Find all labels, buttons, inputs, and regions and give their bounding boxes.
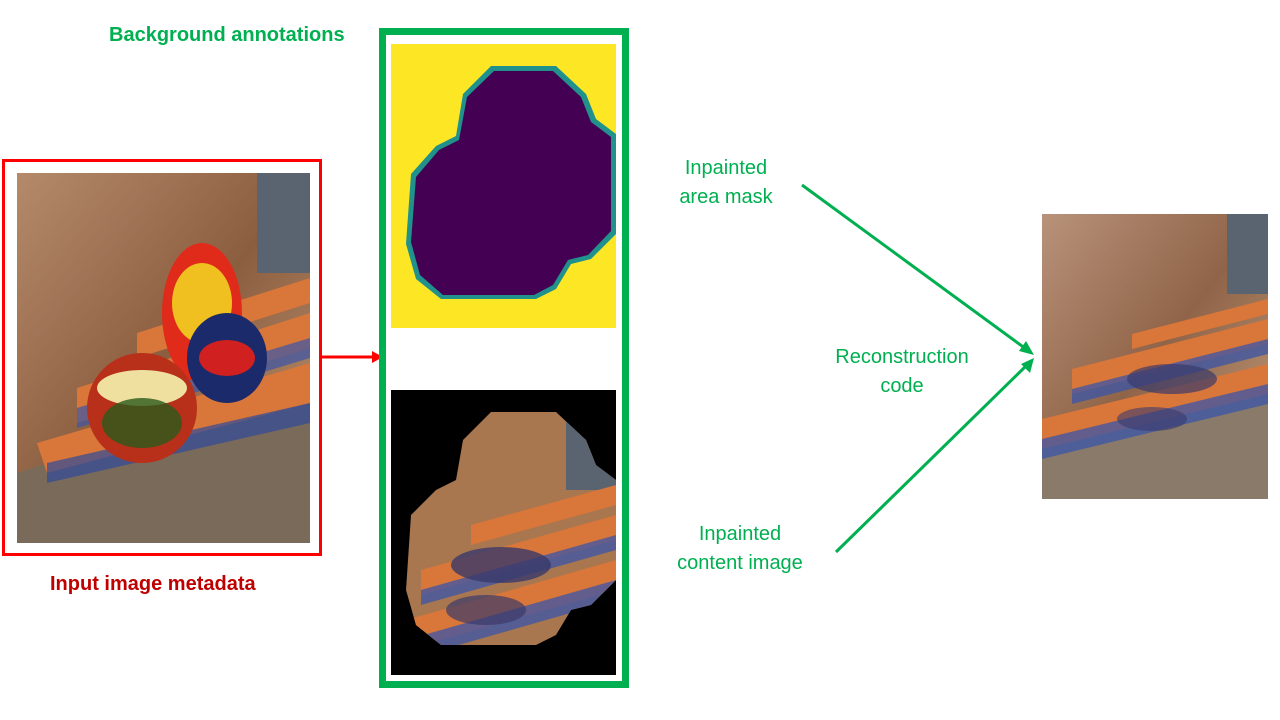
background-annotations-title: Background annotations [109, 24, 345, 46]
input-to-annotations-arrow [320, 351, 383, 363]
reconstruction-code-line2: code [880, 375, 924, 397]
reconstruction-code-label: Reconstruction code [817, 343, 987, 401]
reconstructed-output-image [1042, 214, 1268, 499]
inpainted-content-line1: Inpainted [698, 523, 782, 545]
mask-arrow [801, 183, 1027, 351]
inpainted-area-mask-line2: area mask [679, 186, 773, 208]
content-arrow-head [1021, 358, 1034, 373]
reconstruction-code-line1: Reconstruction [835, 346, 969, 368]
inpainted-area-mask-line1: Inpainted [684, 157, 768, 179]
background-annotations-frame [379, 28, 629, 688]
input-image-metadata-title: Input image metadata [50, 573, 256, 595]
reconstruction-arrows [801, 183, 1034, 554]
input-painting-image [17, 173, 310, 543]
inpainted-content-label: Inpainted content image [660, 520, 820, 578]
inpainted-content-line2: content image [677, 552, 803, 574]
inpainted-area-mask-label: Inpainted area mask [656, 154, 796, 212]
mask-arrow-head [1019, 341, 1034, 355]
content-arrow [834, 363, 1029, 554]
inpainted-area-mask-image [391, 44, 616, 328]
input-image-frame [2, 159, 322, 556]
inpainted-content-image [391, 390, 616, 675]
